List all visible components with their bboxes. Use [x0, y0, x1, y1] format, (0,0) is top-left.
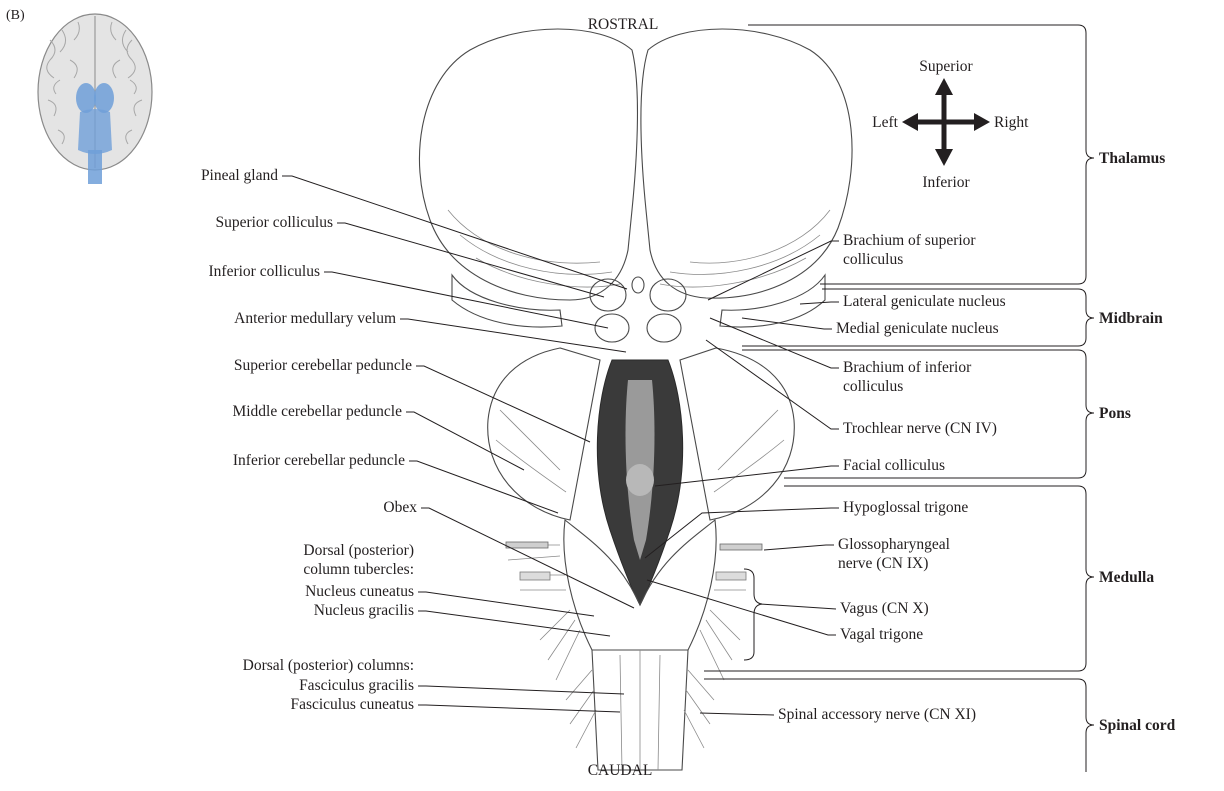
label-fasciculus-gracilis-line-1: Fasciculus gracilis: [299, 677, 414, 694]
region-label-pons: Pons: [1099, 405, 1131, 422]
label-facial-colliculus: Facial colliculus: [843, 457, 945, 474]
label-brachium-superior-colliculus-line-2: colliculus: [843, 251, 903, 268]
label-inferior-cerebellar-peduncle-line-1: Inferior cerebellar peduncle: [233, 452, 405, 469]
label-brachium-inferior-colliculus-line-2: colliculus: [843, 378, 903, 395]
left-leader-lines: [282, 175, 635, 713]
arrow-left-icon: [902, 113, 918, 131]
label-anterior-medullary-velum-line-1: Anterior medullary velum: [234, 310, 396, 327]
label-vagal-trigone-line-1: Vagal trigone: [840, 626, 923, 643]
compass-inferior-label: Inferior: [922, 174, 970, 191]
label-middle-cerebellar-peduncle-line-1: Middle cerebellar peduncle: [232, 403, 402, 420]
label-pineal-gland: Pineal gland: [201, 167, 278, 184]
label-vagus: Vagus (CN X): [840, 600, 929, 617]
label-fasciculus-gracilis: Fasciculus gracilis: [299, 677, 414, 694]
rostral-label: ROSTRAL: [588, 16, 659, 33]
brainstem-illustration: [418, 28, 853, 771]
label-brachium-superior-colliculus: Brachium of superior colliculus: [843, 232, 976, 268]
right-label-group: Brachium of superior colliculus Lateral g…: [778, 232, 1006, 723]
label-glossopharyngeal-nerve-line-2: nerve (CN IX): [838, 555, 928, 572]
label-spinal-accessory-nerve-line-1: Spinal accessory nerve (CN XI): [778, 706, 976, 723]
label-pineal-gland-line-1: Pineal gland: [201, 167, 278, 184]
label-trochlear-nerve-line-1: Trochlear nerve (CN IV): [843, 420, 997, 437]
arrow-right-icon: [974, 113, 990, 131]
region-brackets: [704, 24, 1095, 772]
label-nucleus-gracilis-line-1: Nucleus gracilis: [314, 602, 414, 619]
label-lateral-geniculate-nucleus: Lateral geniculate nucleus: [843, 293, 1006, 310]
panel-label: (B): [6, 8, 25, 23]
label-superior-colliculus: Superior colliculus: [215, 214, 333, 231]
label-vagal-trigone: Vagal trigone: [840, 626, 923, 643]
label-inferior-cerebellar-peduncle: Inferior cerebellar peduncle: [233, 452, 405, 469]
label-superior-cerebellar-peduncle: Superior cerebellar peduncle: [234, 357, 412, 374]
left-label-group: Pineal gland Superior colliculus Inferio…: [201, 167, 417, 713]
label-superior-cerebellar-peduncle-line-1: Superior cerebellar peduncle: [234, 357, 412, 374]
label-glossopharyngeal-nerve-line-1: Glossopharyngeal: [838, 536, 950, 553]
label-obex-line-1: Obex: [383, 499, 417, 516]
label-spinal-accessory-nerve: Spinal accessory nerve (CN XI): [778, 706, 976, 723]
right-leader-lines: [644, 240, 839, 716]
brain-thumbnail-image: [37, 13, 153, 184]
label-dorsal-columns: Dorsal (posterior) columns:: [243, 657, 414, 674]
region-label-medulla: Medulla: [1099, 569, 1154, 586]
label-nucleus-gracilis: Nucleus gracilis: [314, 602, 414, 619]
label-dorsal-column-tubercles: Dorsal (posterior) column tubercles:: [303, 542, 414, 578]
region-label-spinal-cord: Spinal cord: [1099, 717, 1176, 734]
label-hypoglossal-trigone-line-1: Hypoglossal trigone: [843, 499, 968, 516]
label-anterior-medullary-velum: Anterior medullary velum: [234, 310, 396, 327]
compass-left-label: Left: [872, 114, 899, 131]
label-inferior-colliculus: Inferior colliculus: [209, 263, 320, 280]
label-inferior-colliculus-line-1: Inferior colliculus: [209, 263, 320, 280]
label-lateral-geniculate-nucleus-line-1: Lateral geniculate nucleus: [843, 293, 1006, 310]
label-nucleus-cuneatus-line-1: Nucleus cuneatus: [305, 583, 414, 600]
compass-superior-label: Superior: [919, 58, 973, 75]
label-glossopharyngeal-nerve: Glossopharyngeal nerve (CN IX): [838, 536, 950, 572]
label-obex: Obex: [383, 499, 417, 516]
label-superior-colliculus-line-1: Superior colliculus: [215, 214, 333, 231]
region-label-thalamus: Thalamus: [1099, 150, 1165, 167]
label-trochlear-nerve: Trochlear nerve (CN IV): [843, 420, 997, 437]
arrow-up-icon: [935, 78, 953, 95]
compass-right-label: Right: [994, 114, 1029, 131]
label-fasciculus-cuneatus: Fasciculus cuneatus: [290, 696, 414, 713]
arrow-down-icon: [935, 149, 953, 166]
label-medial-geniculate-nucleus: Medial geniculate nucleus: [836, 320, 999, 337]
label-nucleus-cuneatus: Nucleus cuneatus: [305, 583, 414, 600]
label-medial-geniculate-nucleus-line-1: Medial geniculate nucleus: [836, 320, 999, 337]
label-brachium-inferior-colliculus: Brachium of inferior colliculus: [843, 359, 972, 395]
label-dorsal-columns-line-1: Dorsal (posterior) columns:: [243, 657, 414, 674]
region-label-midbrain: Midbrain: [1099, 310, 1163, 327]
label-fasciculus-cuneatus-line-1: Fasciculus cuneatus: [290, 696, 414, 713]
label-brachium-superior-colliculus-line-1: Brachium of superior: [843, 232, 976, 249]
label-vagus-line-1: Vagus (CN X): [840, 600, 929, 617]
label-dorsal-column-tubercles-line-2: column tubercles:: [303, 561, 414, 578]
caudal-label: CAUDAL: [588, 762, 653, 779]
label-middle-cerebellar-peduncle: Middle cerebellar peduncle: [232, 403, 402, 420]
region-labels: Thalamus Midbrain Pons Medulla Spinal co…: [1099, 150, 1176, 734]
label-dorsal-column-tubercles-line-1: Dorsal (posterior): [303, 542, 414, 559]
label-brachium-inferior-colliculus-line-1: Brachium of inferior: [843, 359, 972, 376]
label-facial-colliculus-line-1: Facial colliculus: [843, 457, 945, 474]
label-hypoglossal-trigone: Hypoglossal trigone: [843, 499, 968, 516]
orientation-compass: [902, 78, 990, 166]
